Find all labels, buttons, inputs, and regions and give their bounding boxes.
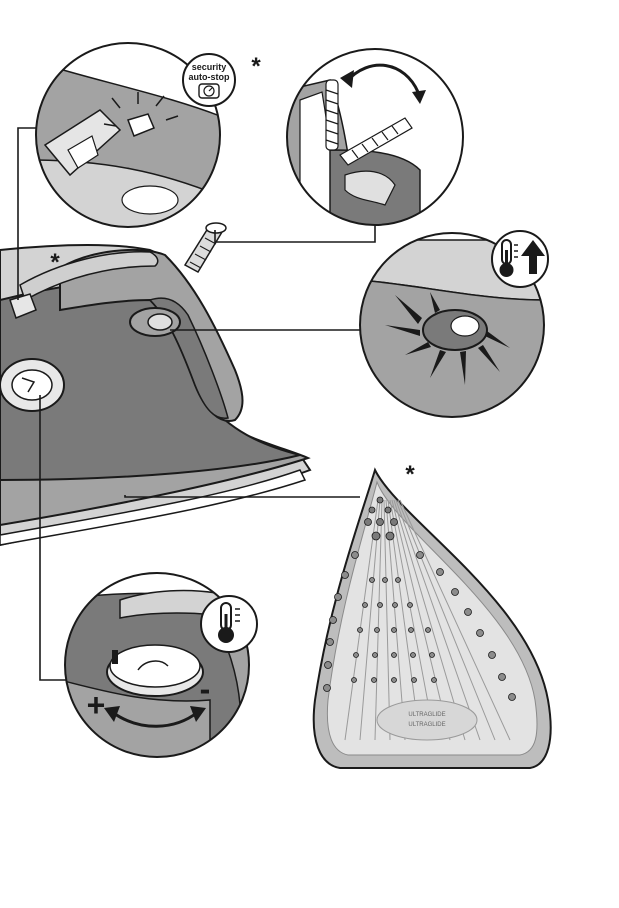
thermometer-up-icon <box>492 231 548 287</box>
asterisk-body: * <box>50 249 60 276</box>
asterisk-soleplate: * <box>405 461 415 488</box>
soleplate-brand-line2: ULTRAGLIDE <box>408 722 445 728</box>
iron-body <box>0 245 310 545</box>
detail-auto-stop: security auto-stop * <box>30 43 261 230</box>
detail-temp-dial: + - <box>60 573 260 760</box>
badge-line2: auto-stop <box>189 72 230 82</box>
badge-line1: security <box>192 62 227 72</box>
detail-cord <box>287 49 463 230</box>
security-auto-stop-badge: security auto-stop <box>183 54 235 106</box>
asterisk-auto-stop: * <box>251 53 261 80</box>
thermometer-icon <box>201 596 257 652</box>
soleplate-brand-plate: ULTRAGLIDE ULTRAGLIDE <box>377 700 477 740</box>
detail-soleplate: ULTRAGLIDE ULTRAGLIDE * <box>314 461 551 768</box>
detail-temp-light <box>360 231 548 420</box>
cord-spring <box>185 223 226 272</box>
temp-minus-sign: - <box>200 671 211 707</box>
leader-line-cord <box>215 225 375 242</box>
soleplate-brand-line1: ULTRAGLIDE <box>408 712 445 718</box>
temp-plus-sign: + <box>87 687 106 723</box>
